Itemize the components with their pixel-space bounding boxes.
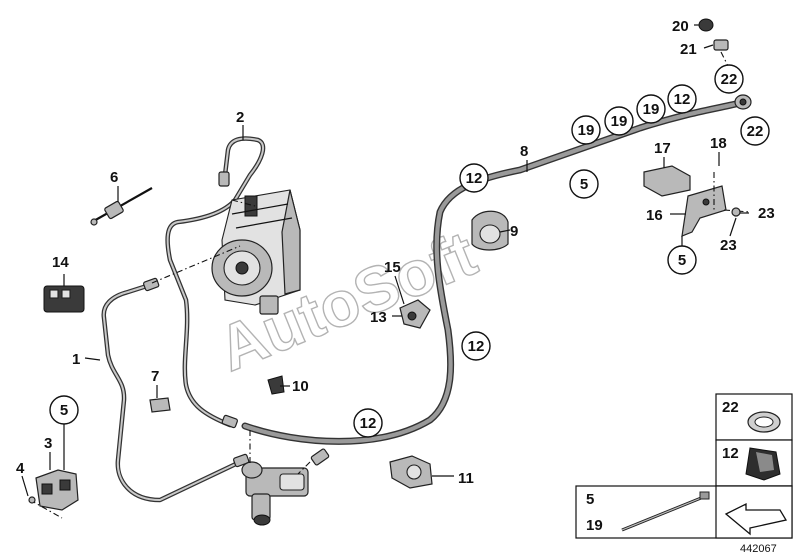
part-label-15: 15 — [384, 259, 401, 276]
pressure-sensor — [43, 285, 85, 313]
hose-holder-13 — [399, 299, 431, 329]
brake-master-cylinder — [241, 430, 309, 526]
assembly-line — [231, 199, 256, 207]
pipe-nut — [221, 414, 238, 429]
brake-pipe-2 — [165, 136, 266, 428]
part-label-11: 11 — [458, 470, 474, 487]
legend-label-12: 12 — [722, 445, 739, 462]
part-label-17: 17 — [654, 140, 671, 157]
callout-ring — [571, 115, 601, 145]
callout-5b: 5 — [678, 252, 686, 269]
part-label-23b: 23 — [720, 237, 737, 254]
legend-label-19: 19 — [586, 517, 603, 534]
bleeder-valve — [698, 18, 731, 71]
part-label-13: 13 — [370, 309, 387, 326]
part-label-9: 9 — [510, 223, 518, 240]
part-label-8: 8 — [520, 143, 528, 160]
part-label-2: 2 — [236, 109, 244, 126]
part-label-23a: 23 — [758, 205, 775, 222]
part-label-1: 1 — [72, 351, 80, 368]
callout-ring — [667, 84, 697, 114]
document-number: 442067 — [740, 543, 777, 555]
callout-ring — [636, 94, 666, 124]
callout-5c: 5 — [60, 402, 68, 419]
hose-clip-11 — [389, 455, 433, 489]
callout-19c: 19 — [578, 122, 595, 139]
leader-lines — [21, 24, 749, 497]
callout-12b: 12 — [466, 170, 483, 187]
legend-label-5: 5 — [586, 491, 594, 508]
cable-tie-head — [699, 491, 710, 500]
callout-ring — [461, 331, 491, 361]
part-label-4: 4 — [16, 460, 25, 477]
callout-ring — [740, 116, 770, 146]
callout-ring — [459, 163, 489, 193]
callout-19b: 19 — [611, 113, 628, 130]
callout-ring — [353, 408, 383, 438]
callout-5a: 5 — [580, 176, 588, 193]
part-label-18: 18 — [710, 135, 727, 152]
part-label-6: 6 — [110, 169, 118, 186]
callout-ring — [569, 169, 599, 199]
callout-22b: 22 — [747, 123, 764, 140]
part-label-16: 16 — [646, 207, 663, 224]
part-label-21: 21 — [680, 41, 697, 58]
pipe-nut — [143, 277, 160, 292]
mounting-bracket — [643, 165, 751, 237]
legend: 22 12 5 19 — [575, 393, 793, 539]
part-label-20: 20 — [672, 18, 689, 35]
hose-clamp-detail — [756, 452, 774, 472]
circled-labels: 22 22 12 19 19 19 12 5 5 12 12 5 — [49, 64, 770, 438]
abs-pressure-modulator — [211, 189, 301, 315]
callout-19a: 19 — [643, 101, 660, 118]
callout-ring — [604, 106, 634, 136]
callout-ring — [667, 245, 697, 275]
assembly-line — [151, 245, 241, 284]
grommet — [471, 210, 509, 251]
part-label-7: 7 — [151, 368, 159, 385]
pipe-nut — [218, 171, 230, 187]
legend-label-22: 22 — [722, 399, 739, 416]
part-label-10: 10 — [292, 378, 309, 395]
callout-ring — [714, 64, 744, 94]
callout-22a: 22 — [721, 71, 738, 88]
callout-ring — [49, 395, 79, 425]
direction-arrow-icon — [724, 502, 788, 536]
callout-12c: 12 — [468, 338, 485, 355]
seal-ring-hole — [754, 416, 774, 428]
part-labels: 2 1 6 7 8 9 10 11 13 14 15 16 17 18 20 2… — [16, 18, 775, 487]
part-label-14: 14 — [52, 254, 69, 271]
banjo-fitting — [734, 94, 752, 110]
part-label-3: 3 — [44, 435, 52, 452]
hose-holder — [267, 375, 285, 395]
pipe-nut — [233, 453, 250, 468]
cable-tie — [90, 187, 153, 226]
callout-12d: 12 — [360, 415, 377, 432]
brake-pipe-1 — [101, 282, 243, 503]
callout-12a: 12 — [674, 91, 691, 108]
rear-caliper-bracket — [28, 469, 79, 519]
brake-hose-main — [241, 99, 744, 445]
banjo-bolt — [297, 448, 330, 475]
pipe-clip — [149, 397, 171, 413]
